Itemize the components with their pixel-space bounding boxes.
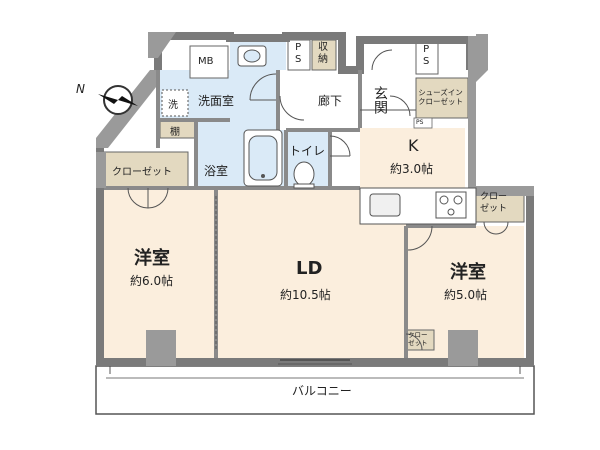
room-bathroom-label: 浴室 — [204, 164, 229, 178]
pillar-right — [448, 330, 478, 366]
ps-box-3 — [413, 117, 433, 129]
ps-label-2: P S — [423, 44, 430, 67]
closet-right-label: クロー ゼット — [480, 192, 508, 214]
sink — [369, 193, 401, 217]
mb-box — [189, 45, 229, 79]
interior-walls — [104, 70, 476, 358]
room-kitchen-size: 約3.0帖 — [390, 162, 434, 176]
doors — [127, 49, 509, 351]
ps-label-1: P S — [295, 42, 302, 65]
shoe-closet-label: シューズイン クローゼット — [418, 88, 463, 106]
room-western-right-name: 洋室 — [450, 262, 486, 283]
room-western-right-size: 約5.0帖 — [444, 288, 488, 302]
western-room-left-floor — [104, 188, 216, 358]
wall-right-corner — [468, 36, 534, 196]
shoe-closet — [415, 77, 469, 119]
room-toilet-label: トイレ — [289, 144, 326, 158]
storage-box — [311, 39, 337, 71]
hallway-floor — [278, 70, 358, 130]
wall-right-diagonal — [476, 34, 488, 82]
pillar-left-top — [96, 152, 106, 188]
wall-diagonal-left-top — [148, 32, 176, 58]
room-ld-size: 約10.5帖 — [280, 288, 331, 302]
balcony-label: バルコニー — [292, 384, 352, 398]
room-hallway-label: 廊下 — [318, 94, 343, 108]
compass — [84, 76, 144, 124]
compass-north-label: N — [76, 82, 85, 96]
room-washroom-label: 洗面室 — [198, 94, 235, 108]
ps-label-3: PS — [416, 119, 424, 126]
exterior-walls — [96, 32, 534, 366]
closet-small-label: クロー ゼット — [408, 331, 428, 347]
entrance-floor — [360, 70, 416, 128]
shelf-label: 棚 — [170, 127, 180, 138]
closet-left — [103, 151, 189, 189]
room-ld-name: LD — [296, 258, 323, 279]
toilet-bowl — [293, 161, 315, 187]
balcony-area — [95, 365, 535, 415]
pillar-left — [146, 330, 176, 366]
mb-label: MB — [198, 56, 214, 67]
washer-pan — [161, 89, 189, 117]
room-kitchen-name: K — [408, 136, 419, 155]
washer-label: 洗 — [168, 100, 178, 111]
compass-icon — [98, 85, 138, 115]
closet-left-label: クローゼット — [112, 167, 172, 178]
room-entrance-label: 玄関 — [372, 86, 388, 114]
room-western-left-name: 洋室 — [134, 248, 170, 269]
room-western-left-size: 約6.0帖 — [130, 274, 174, 288]
stove — [435, 191, 467, 219]
storage-box-label: 収 納 — [318, 42, 328, 65]
